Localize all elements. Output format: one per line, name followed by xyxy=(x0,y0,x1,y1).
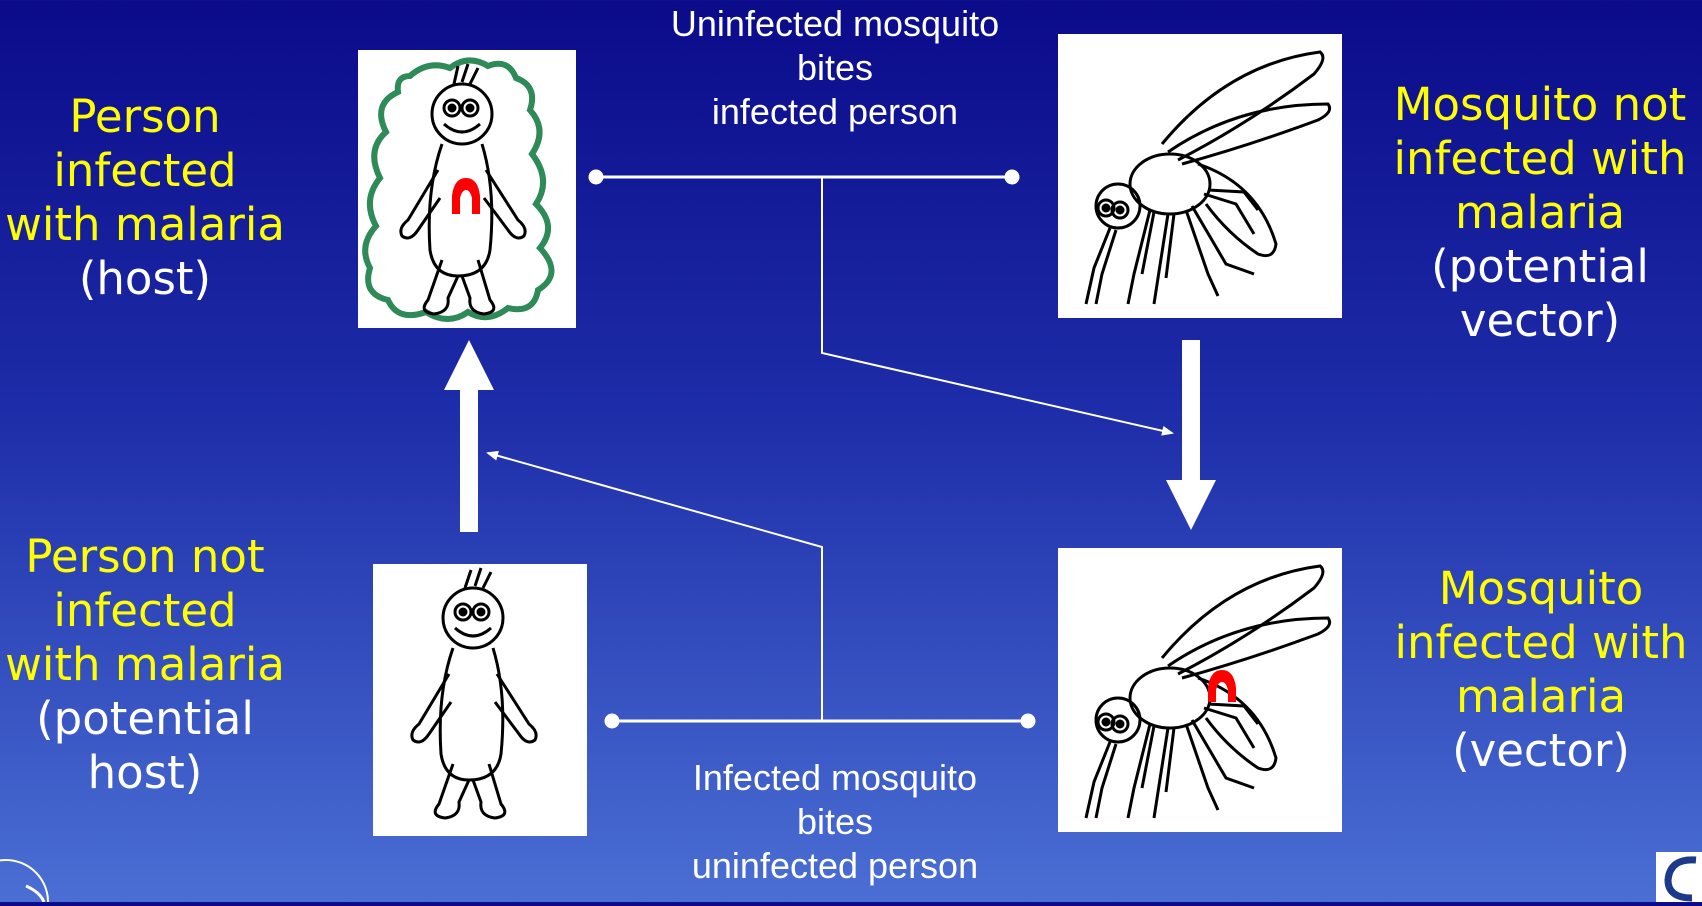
top-bite-dot-right xyxy=(1005,170,1019,184)
bottom-bite-dot-right xyxy=(1021,714,1035,728)
top-bite-pointer xyxy=(822,177,1172,433)
arrow-up-shaft xyxy=(460,390,478,532)
bottom-bite-dot-left xyxy=(605,714,619,728)
hhs-seal-logo xyxy=(0,856,50,902)
top-bite-dot-left xyxy=(589,170,603,184)
arrow-down-head xyxy=(1166,480,1216,530)
bottom-bite-pointer xyxy=(488,453,822,721)
arrow-down-shaft xyxy=(1182,340,1200,480)
arrow-up-head xyxy=(444,340,494,390)
cdc-logo xyxy=(1656,852,1702,902)
